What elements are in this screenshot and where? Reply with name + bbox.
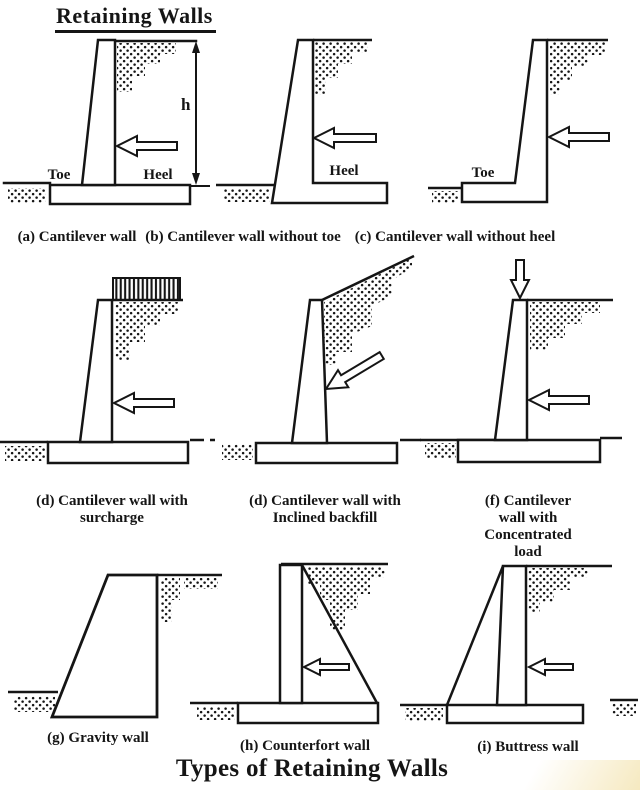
ground-stipple — [405, 708, 443, 721]
earth-pressure-arrow-icon — [311, 126, 377, 150]
ground-stipple — [612, 703, 636, 716]
backfill-stipple — [161, 578, 180, 622]
cantilever-wall-surcharge-diagram — [0, 277, 215, 465]
cantilever-wall-without-heel-diagram — [428, 38, 610, 204]
ground-stipple — [8, 188, 46, 203]
caption-cantilever-wall-without-heel: (c) Cantilever wall without heel — [354, 229, 556, 245]
gravity-wall-body — [49, 573, 159, 719]
backfill-stipple — [530, 302, 600, 350]
earth-pressure-arrow-icon — [526, 657, 574, 677]
heel-label: Heel — [143, 167, 173, 183]
counterfort-wall-diagram — [190, 562, 388, 725]
scan-tint-artifact — [490, 760, 640, 790]
cantilever-wall-diagram — [2, 38, 210, 206]
caption-line: Inclined backfill — [272, 510, 378, 526]
toe-label: Toe — [47, 167, 71, 183]
cantilever-wall-inclined-backfill-diagram — [222, 254, 421, 465]
earth-pressure-arrow-icon — [546, 125, 610, 149]
caption-cantilever-wall: (a) Cantilever wall — [17, 229, 137, 245]
wall-footing — [445, 703, 585, 725]
earth-pressure-arrow-icon — [526, 388, 590, 412]
caption-buttress-wall: (i) Buttress wall — [477, 739, 579, 755]
buttress-brace-line — [445, 565, 505, 706]
ground-stipple — [197, 707, 235, 720]
earth-pressure-arrow-icon — [111, 391, 175, 415]
ground-stipple — [222, 444, 253, 460]
earth-pressure-arrow-icon — [301, 657, 350, 677]
page-title: Retaining Walls — [55, 3, 216, 33]
buttress-wall-diagram — [400, 564, 638, 725]
gravity-wall-diagram — [8, 573, 222, 719]
wall-stem — [278, 563, 304, 705]
height-dimension-line — [192, 41, 200, 185]
wall-footing — [236, 701, 380, 725]
ground-stipple — [224, 189, 270, 202]
wall-stem — [290, 298, 329, 445]
wall-stem — [493, 298, 529, 442]
backfill-stipple — [115, 302, 178, 360]
wall-footing — [46, 440, 190, 465]
caption-line: (f) Cantilever wall with — [484, 493, 572, 526]
wall-stem — [78, 298, 114, 444]
concentrated-load-arrow-icon — [509, 259, 531, 301]
inclined-pressure-arrow-icon — [324, 350, 386, 391]
wall-outline — [460, 38, 549, 204]
caption-gravity-wall: (g) Gravity wall — [47, 730, 149, 746]
wall-stem — [495, 564, 528, 707]
ground-stipple — [14, 696, 55, 712]
wall-stem — [80, 38, 117, 187]
backfill-stipple — [308, 567, 385, 630]
toe-label: Toe — [471, 165, 495, 181]
counterfort-brace-line — [300, 564, 379, 704]
cantilever-wall-concentrated-load-diagram — [420, 259, 622, 464]
backfill-stipple — [324, 258, 412, 365]
ground-stipple — [432, 191, 458, 203]
caption-line: Concentrated load — [484, 527, 572, 560]
surcharge-load-block — [112, 277, 181, 301]
caption-line: (d) Cantilever wall with — [249, 493, 401, 509]
backfill-stipple — [184, 578, 218, 589]
wall-outline — [270, 38, 389, 205]
heel-label: Heel — [329, 163, 359, 179]
caption-line: (d) Cantilever wall with — [36, 493, 188, 509]
backfill-stipple — [117, 43, 176, 92]
wall-footing — [254, 441, 399, 465]
inclined-backfill-line — [321, 254, 415, 302]
wall-footing — [456, 438, 602, 464]
cantilever-wall-without-toe-diagram — [216, 38, 389, 205]
backfill-stipple — [528, 568, 588, 612]
ground-stipple — [5, 446, 45, 461]
earth-pressure-arrow-icon — [114, 134, 178, 158]
height-dimension-label: h — [181, 95, 191, 114]
backfill-stipple — [550, 42, 605, 95]
caption-line: surcharge — [80, 510, 144, 526]
backfill-stipple — [315, 42, 368, 95]
figure-title: Types of Retaining Walls — [175, 755, 449, 782]
caption-counterfort-wall: (h) Counterfort wall — [240, 738, 370, 754]
ground-stipple — [425, 443, 456, 458]
wall-footing — [48, 183, 192, 206]
caption-cantilever-wall-without-toe: (b) Cantilever wall without toe — [145, 229, 341, 245]
